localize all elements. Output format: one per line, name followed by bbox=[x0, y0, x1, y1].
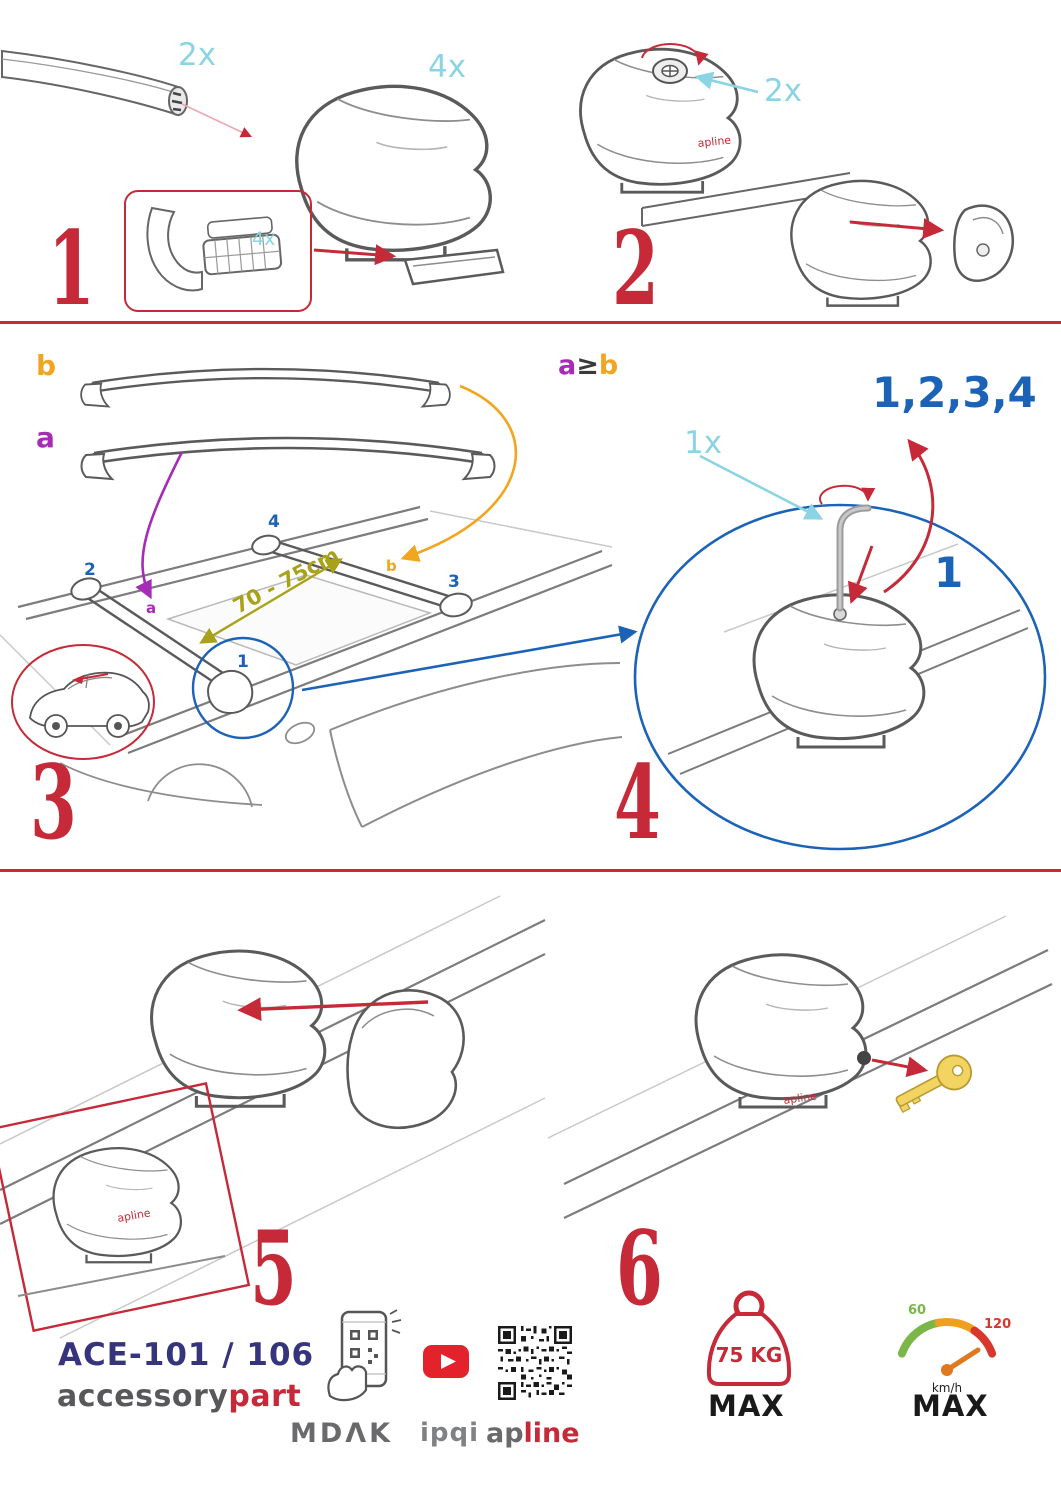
speedometer-icon: 60 120 km/h bbox=[897, 1303, 1011, 1395]
section-divider-1 bbox=[0, 321, 1061, 324]
crossbar-shape bbox=[79, 367, 452, 408]
direction-arrow bbox=[79, 673, 109, 680]
foot-position-2 bbox=[70, 577, 102, 601]
foot-zoom-illustration bbox=[633, 503, 1047, 851]
keyhole bbox=[857, 1051, 871, 1065]
hand-shape bbox=[327, 1365, 368, 1402]
roof-position-2: 2 bbox=[84, 560, 96, 580]
crossbar-a-label: a bbox=[36, 421, 55, 454]
speed-unit-label: km/h bbox=[932, 1381, 962, 1395]
brand-part: part bbox=[228, 1379, 302, 1414]
step-4-number: 4 bbox=[614, 743, 661, 863]
roof-position-3: 3 bbox=[448, 572, 460, 592]
crossbar-shape bbox=[80, 436, 496, 481]
length-rule: a≥b bbox=[558, 352, 618, 379]
car-body bbox=[29, 671, 150, 728]
foot-shape bbox=[694, 953, 868, 1109]
endcap-assembly-illustration bbox=[641, 172, 1014, 307]
knob-quantity-label: 2x bbox=[764, 73, 803, 109]
step-2-number: 2 bbox=[612, 209, 659, 329]
mdak-logo: MDΛK bbox=[290, 1418, 394, 1449]
section-divider-2 bbox=[0, 869, 1061, 872]
foot-shape-small bbox=[52, 1147, 183, 1264]
brand-accessory: accessory bbox=[57, 1379, 229, 1414]
car-side-inset-illustration bbox=[11, 644, 155, 760]
apline-logo-on-foot: apline bbox=[783, 1089, 818, 1107]
brand-logo: accessorypart bbox=[57, 1382, 301, 1412]
pad-quantity-label: 4x bbox=[252, 228, 276, 250]
cover-piece bbox=[346, 988, 465, 1129]
allen-key bbox=[836, 504, 872, 612]
side-mirror bbox=[284, 721, 316, 745]
model-number: ACE-101 / 106 bbox=[58, 1337, 315, 1373]
rubber-pad-illustration bbox=[146, 206, 283, 292]
weight-limit-icon: 75 KG bbox=[706, 1290, 792, 1386]
foot-shape bbox=[790, 179, 932, 307]
allen-key-quantity-label: 1x bbox=[684, 425, 723, 461]
weight-max-label: MAX bbox=[708, 1389, 785, 1423]
phone-scan-icon bbox=[327, 1309, 402, 1402]
key-icon bbox=[895, 1054, 973, 1114]
tighten-sequence: 1,2,3,4 bbox=[872, 368, 1037, 417]
crossbar-b-label: b bbox=[36, 349, 57, 382]
rule-a: a bbox=[558, 350, 577, 381]
cover-open-illustration: apline bbox=[0, 895, 546, 1339]
apline-logo-on-foot: apline bbox=[116, 1206, 152, 1225]
rubber-pad-detail-box: 4x bbox=[124, 190, 312, 312]
speed-max-label: MAX bbox=[912, 1389, 989, 1423]
step-3-number: 3 bbox=[30, 743, 77, 863]
rule-b: b bbox=[598, 350, 619, 381]
rule-gte: ≥ bbox=[576, 350, 599, 381]
qr-code-icon bbox=[498, 1326, 572, 1400]
key-unlock-illustration: apline bbox=[547, 915, 1053, 1219]
apline-logo-line: line bbox=[523, 1418, 580, 1449]
foot-quantity-label: 4x bbox=[428, 49, 467, 85]
apline-logo-ap: ap bbox=[486, 1418, 524, 1449]
apline-logo-on-foot: apline bbox=[697, 134, 732, 150]
step-1-number: 1 bbox=[48, 209, 95, 329]
roof-position-4: 4 bbox=[268, 512, 280, 532]
step-5-number: 5 bbox=[250, 1209, 297, 1329]
ipqi-logo: ipqi bbox=[420, 1418, 480, 1448]
bar-quantity-label: 2x bbox=[178, 37, 217, 73]
foot-shape bbox=[295, 84, 492, 262]
first-position-number: 1 bbox=[934, 548, 964, 597]
foot-position-1 bbox=[206, 670, 254, 715]
foot-position-3 bbox=[439, 592, 473, 618]
foot-shape bbox=[150, 949, 327, 1108]
crossbar-a-illustration bbox=[80, 436, 496, 481]
step-6-number: 6 bbox=[616, 1209, 663, 1329]
crossbar-b-illustration bbox=[79, 367, 452, 408]
weight-value: 75 KG bbox=[716, 1343, 783, 1367]
roof-bar-b-label: b bbox=[386, 557, 397, 575]
zoom-ellipse bbox=[633, 503, 1047, 851]
inset-ellipse bbox=[11, 644, 155, 760]
speed-60-label: 60 bbox=[908, 1303, 926, 1318]
roof-position-1: 1 bbox=[237, 652, 249, 672]
roof-bar-a-label: a bbox=[146, 599, 156, 617]
speed-120-label: 120 bbox=[984, 1317, 1011, 1332]
locked-foot-detail-box bbox=[0, 1081, 251, 1333]
foot-position-4 bbox=[251, 534, 281, 556]
apline-logo: apline bbox=[486, 1420, 580, 1447]
adjuster-foot-illustration: apline bbox=[579, 47, 742, 194]
clamp-bracket bbox=[403, 248, 505, 286]
youtube-icon bbox=[423, 1345, 469, 1378]
clamp-foot-illustration bbox=[295, 84, 505, 286]
